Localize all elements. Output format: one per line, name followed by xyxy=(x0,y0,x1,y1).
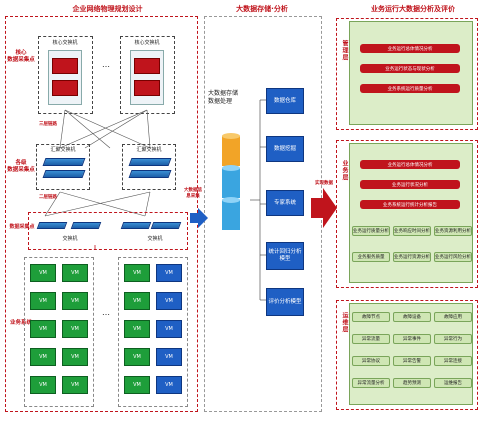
ops-grid-item: 异常流量分析 xyxy=(352,378,390,388)
ops-grid-item: 异常协议 xyxy=(352,356,390,366)
vm-tile: VM xyxy=(156,264,182,282)
core-switch-a-module xyxy=(52,58,78,74)
vm-tile: VM xyxy=(156,376,182,394)
vm-tile: VM xyxy=(30,348,56,366)
business-grid-3: 业务资源利用分析 xyxy=(434,226,472,236)
agg-collect-label: 各级 数据采集点 xyxy=(7,160,35,173)
vm-tile: VM xyxy=(124,292,150,310)
vm-group-b xyxy=(118,257,188,407)
core-switch-a-frame xyxy=(38,36,93,114)
regression-model-box: 统计回归分析模型 xyxy=(266,242,304,270)
ops-grid-item: 异常连接 xyxy=(434,356,472,366)
mgmt-panel xyxy=(349,21,473,125)
business-grid-5: 业务运行资源分析 xyxy=(393,252,431,262)
core-switch-a-module2 xyxy=(52,80,78,96)
vm-group-a xyxy=(24,257,94,407)
middle-title: 大数据存储·分析 xyxy=(236,5,288,13)
access-switch-a-label: 交换机 xyxy=(62,236,78,242)
vm-tile: VM xyxy=(156,320,182,338)
agg-switch-b-1 xyxy=(128,158,172,166)
right-title: 业务运行大数据分析及评价 xyxy=(371,5,455,13)
business-item-2: 业务运行状况分析 xyxy=(360,180,460,189)
core-collect-label: 核心 数据采集点 xyxy=(7,50,35,63)
business-system-label: 业务系统 xyxy=(9,320,32,326)
arrow-label: 实现数据 xyxy=(315,181,333,186)
agg-switch-a-2 xyxy=(42,170,86,178)
vm-tile: VM xyxy=(124,320,150,338)
access-switch-b-label: 交换机 xyxy=(147,236,163,242)
ops-grid-item: 异常流量 xyxy=(352,334,390,344)
ops-grid-item: 故障节点 xyxy=(352,312,390,322)
core-switch-b-module2 xyxy=(134,80,160,96)
mgmt-item-3: 业务系统运行质量分析 xyxy=(360,84,460,93)
ops-grid-item: 故障应用 xyxy=(434,312,472,322)
vm-tile: VM xyxy=(124,348,150,366)
vm-tile: VM xyxy=(62,264,88,282)
core-ellipsis: … xyxy=(102,60,110,69)
vm-ellipsis: … xyxy=(102,308,110,317)
arrow-to-middle-icon xyxy=(190,208,208,228)
agg-switch-b-label: 汇聚交换机 xyxy=(136,147,162,153)
business-grid-4: 业务服务质量 xyxy=(352,252,390,262)
access-switch-4 xyxy=(150,222,182,229)
expert-system-box: 专家系统 xyxy=(266,190,304,216)
left-title: 企业网络物理规划设计 xyxy=(72,5,143,13)
ops-grid-item: 故障设备 xyxy=(393,312,431,322)
business-grid-6: 业务运行风险分析 xyxy=(434,252,472,262)
vm-tile: VM xyxy=(30,320,56,338)
data-warehouse-box: 数据仓库 xyxy=(266,88,304,114)
mgmt-section xyxy=(336,18,478,130)
ops-grid-item: 异常事件 xyxy=(393,334,431,344)
vm-tile: VM xyxy=(124,264,150,282)
data-mining-box: 数据挖掘 xyxy=(266,136,304,162)
database-cylinders-icon xyxy=(222,133,240,230)
access-switch-2 xyxy=(70,222,102,229)
ops-layer-label: 运维层 xyxy=(341,312,348,333)
mgmt-label: 管理层 xyxy=(341,40,348,61)
link-label-bottom: 二层链路 xyxy=(39,195,57,200)
business-grid-1: 业务运行质量分析 xyxy=(352,226,390,236)
ops-grid-item: 运维报告 xyxy=(434,378,472,388)
ops-grid-item: 异常告警 xyxy=(393,356,431,366)
access-switch-3 xyxy=(120,222,152,229)
vm-tile: VM xyxy=(62,348,88,366)
core-switch-a-label: 核心交换机 xyxy=(52,40,78,46)
vm-tile: VM xyxy=(156,292,182,310)
agg-switch-a-1 xyxy=(42,158,86,166)
vm-tile: VM xyxy=(30,264,56,282)
vm-tile: VM xyxy=(124,376,150,394)
agg-switch-b-2 xyxy=(128,170,172,178)
business-item-1: 业务运行总体情况分析 xyxy=(360,160,460,169)
ops-grid-item: 趋势预测 xyxy=(393,378,431,388)
vm-tile: VM xyxy=(30,376,56,394)
core-switch-b-label: 核心交换机 xyxy=(134,40,160,46)
link-label-top: 三层链路 xyxy=(39,122,57,127)
mgmt-item-2: 业务运行状态与现状分析 xyxy=(360,64,460,73)
vm-tile: VM xyxy=(156,348,182,366)
agg-switch-b-frame xyxy=(122,144,176,190)
vm-tile: VM xyxy=(62,320,88,338)
arrow-to-right-icon xyxy=(311,188,337,228)
access-collect-label: 数据采集点 xyxy=(9,224,35,230)
vm-tile: VM xyxy=(62,376,88,394)
access-frame xyxy=(28,212,188,250)
agg-switch-a-label: 汇聚交换机 xyxy=(50,147,76,153)
ops-grid-item: 异常行为 xyxy=(434,334,472,344)
mgmt-item-1: 业务运行总体情况分析 xyxy=(360,44,460,53)
access-switch-1 xyxy=(36,222,68,229)
big-data-collect-label: 大数据信息采集 xyxy=(184,188,202,199)
evaluation-model-box: 评价分析模型 xyxy=(266,288,304,316)
core-switch-b-module xyxy=(134,58,160,74)
business-item-3: 业务系统运行统计分析报告 xyxy=(360,200,460,209)
agg-switch-a-frame xyxy=(36,144,90,190)
platform-label: 大数据存储 数据处理 xyxy=(208,90,239,105)
vm-tile: VM xyxy=(30,292,56,310)
business-layer-label: 业务层 xyxy=(341,160,348,181)
business-grid-2: 业务响应时间分析 xyxy=(393,226,431,236)
vm-tile: VM xyxy=(62,292,88,310)
